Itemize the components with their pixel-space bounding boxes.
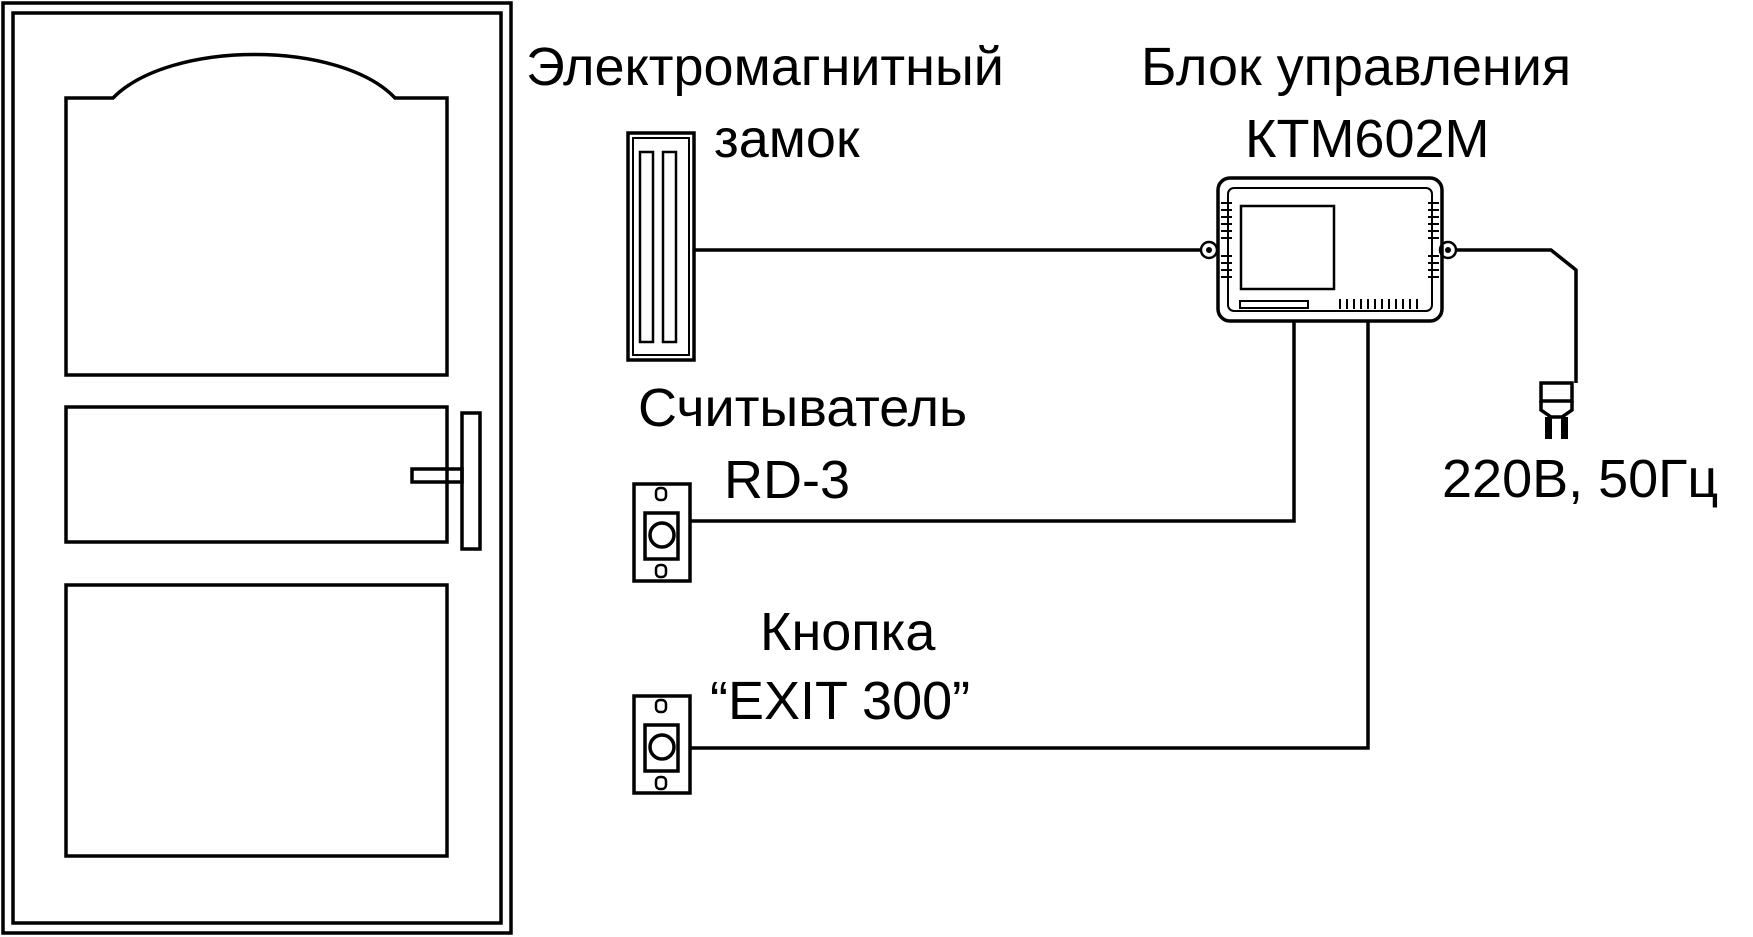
door-handle-plate [460, 411, 482, 551]
door-outer-frame [1, 1, 513, 935]
power-plug-icon [1539, 381, 1574, 439]
power-label: 220В, 50Гц [1442, 449, 1719, 509]
exit-button-icon [632, 694, 692, 795]
lock-label-line2: замок [714, 109, 860, 169]
wire-reader-to-controller [690, 322, 1296, 523]
button-label-line1: Кнопка [760, 602, 936, 662]
lock-label-line1: Электромагнитный [526, 37, 1004, 97]
controller-box-icon [1199, 176, 1458, 323]
electromagnetic-lock-icon [626, 131, 696, 362]
door-handle-lever [410, 467, 464, 484]
door-inner-frame [11, 11, 503, 925]
door-bottom-panel [64, 583, 449, 858]
reader-icon [632, 482, 692, 583]
wire-button-to-controller [690, 322, 1370, 750]
controller-label-line1: Блок управления [1141, 37, 1572, 97]
reader-label-line2: RD-3 [724, 450, 851, 510]
door-top-panel [64, 52, 449, 377]
reader-label-line1: Считыватель [638, 378, 968, 438]
door-middle-panel [64, 405, 449, 544]
controller-label-line2: КТМ602М [1245, 109, 1490, 169]
wires [690, 248, 1578, 750]
button-label-line2: “EXIT 300” [710, 671, 971, 731]
wire-controller-to-plug [1456, 248, 1578, 383]
door [1, 1, 513, 935]
